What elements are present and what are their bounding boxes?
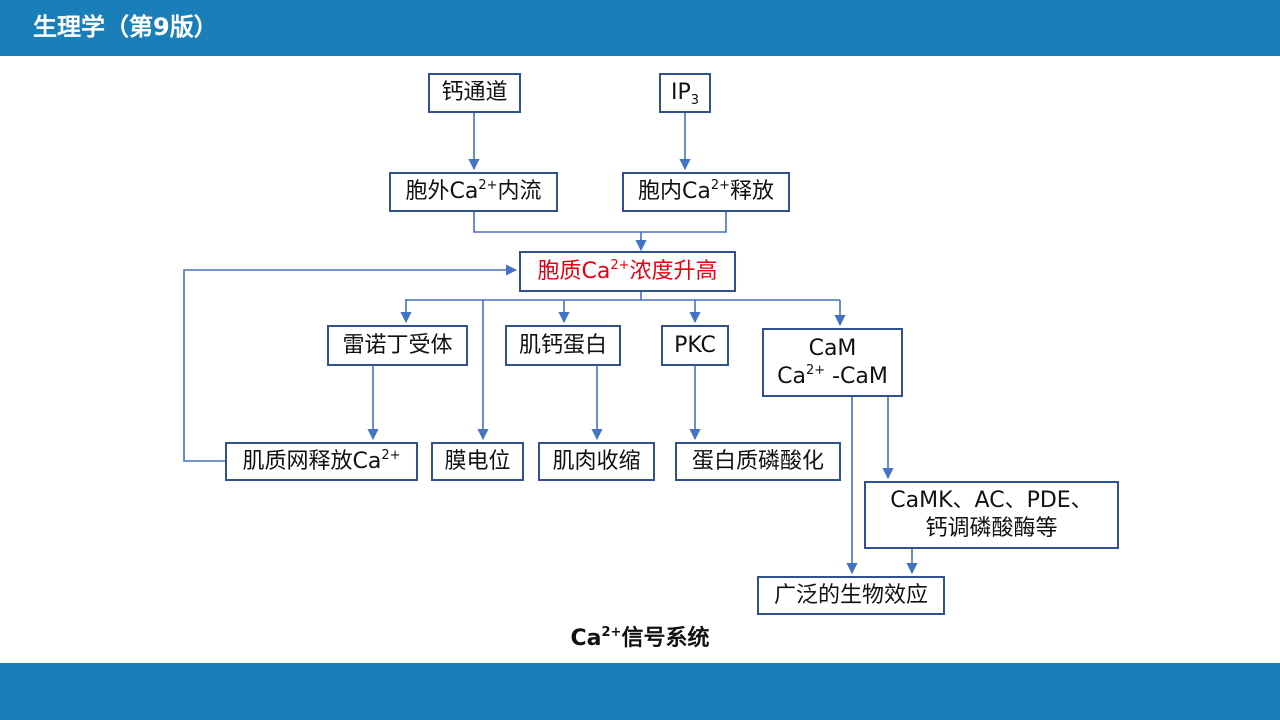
feedback-loop-sr-to-rise bbox=[183, 264, 518, 462]
label-troponin: 肌钙蛋白 bbox=[518, 332, 607, 358]
page-title: 生理学（第9版） bbox=[33, 13, 218, 41]
label-protein-phosphorylation: 蛋白质磷酸化 bbox=[691, 448, 824, 474]
node-troponin: 肌钙蛋白 bbox=[505, 325, 621, 366]
ca-influx-pre: 胞外Ca bbox=[405, 179, 479, 204]
label-camk-line1: CaMK、AC、PDE、 bbox=[890, 488, 1093, 513]
node-ca-influx: 胞外Ca2+内流 bbox=[389, 172, 558, 212]
ca-influx-post: 内流 bbox=[497, 179, 542, 204]
label-cytosolic-ca-rise: 胞质Ca2+浓度升高 bbox=[537, 258, 717, 286]
label-biological-effects: 广泛的生物效应 bbox=[773, 582, 928, 608]
ca-release-post: 释放 bbox=[730, 179, 775, 204]
ca-rise-post: 浓度升高 bbox=[629, 258, 718, 284]
cam-line2-post: -CaM bbox=[825, 363, 888, 389]
ca-influx-sup: 2+ bbox=[478, 178, 498, 193]
label-pkc: PKC bbox=[674, 332, 716, 358]
node-ca-release: 胞内Ca2+释放 bbox=[622, 172, 790, 212]
sr-release-pre: 肌质网释放Ca bbox=[242, 448, 382, 474]
node-muscle-contraction: 肌肉收缩 bbox=[538, 442, 655, 481]
node-camk-group: CaMK、AC、PDE、 钙调磷酸酶等 bbox=[864, 481, 1119, 549]
node-sr-ca-release: 肌质网释放Ca2+ bbox=[225, 442, 418, 481]
ip3-subscript: 3 bbox=[690, 93, 700, 108]
label-cam-line2: Ca2+ -CaM bbox=[777, 363, 888, 391]
sr-release-sup: 2+ bbox=[381, 447, 401, 463]
ca-release-sup: 2+ bbox=[710, 178, 730, 193]
ca-release-pre: 胞内Ca bbox=[637, 179, 711, 204]
node-membrane-potential: 膜电位 bbox=[431, 442, 524, 481]
node-ip3: IP3 bbox=[659, 73, 711, 113]
label-ca-release: 胞内Ca2+释放 bbox=[638, 178, 774, 206]
ip3-text: IP bbox=[670, 80, 691, 105]
ca-rise-pre: 胞质Ca bbox=[537, 258, 611, 284]
cam-line2-sup: 2+ bbox=[805, 362, 826, 378]
node-biological-effects: 广泛的生物效应 bbox=[757, 576, 945, 615]
label-ryanodine-receptor: 雷诺丁受体 bbox=[342, 332, 453, 358]
cam-line2-pre: Ca bbox=[777, 363, 806, 389]
header-bar bbox=[0, 0, 1280, 56]
label-cam-line1: CaM bbox=[808, 335, 857, 361]
node-protein-phosphorylation: 蛋白质磷酸化 bbox=[675, 442, 841, 481]
label-ca-influx: 胞外Ca2+内流 bbox=[405, 178, 541, 206]
caption-rest: 信号系统 bbox=[621, 626, 710, 651]
label-sr-ca-release: 肌质网释放Ca2+ bbox=[242, 448, 400, 476]
node-pkc: PKC bbox=[661, 325, 729, 366]
node-calcium-channel: 钙通道 bbox=[428, 73, 521, 113]
ca-rise-sup: 2+ bbox=[610, 257, 630, 273]
merge-bracket bbox=[473, 212, 727, 233]
node-cytosolic-ca-rise: 胞质Ca2+浓度升高 bbox=[519, 251, 736, 292]
label-ip3: IP3 bbox=[671, 79, 699, 107]
footer-bar bbox=[0, 663, 1280, 720]
caption-main: Ca bbox=[570, 626, 602, 651]
label-camk-line2: 钙调磷酸酶等 bbox=[925, 516, 1058, 541]
label-membrane-potential: 膜电位 bbox=[444, 448, 511, 474]
diagram-caption: Ca2+信号系统 bbox=[490, 620, 790, 652]
distribution-bus bbox=[405, 299, 840, 301]
caption-sup: 2+ bbox=[601, 625, 622, 640]
label-muscle-contraction: 肌肉收缩 bbox=[552, 448, 641, 474]
label-calcium-channel: 钙通道 bbox=[441, 80, 508, 105]
node-cam: CaM Ca2+ -CaM bbox=[762, 328, 903, 397]
node-ryanodine-receptor: 雷诺丁受体 bbox=[327, 325, 468, 366]
